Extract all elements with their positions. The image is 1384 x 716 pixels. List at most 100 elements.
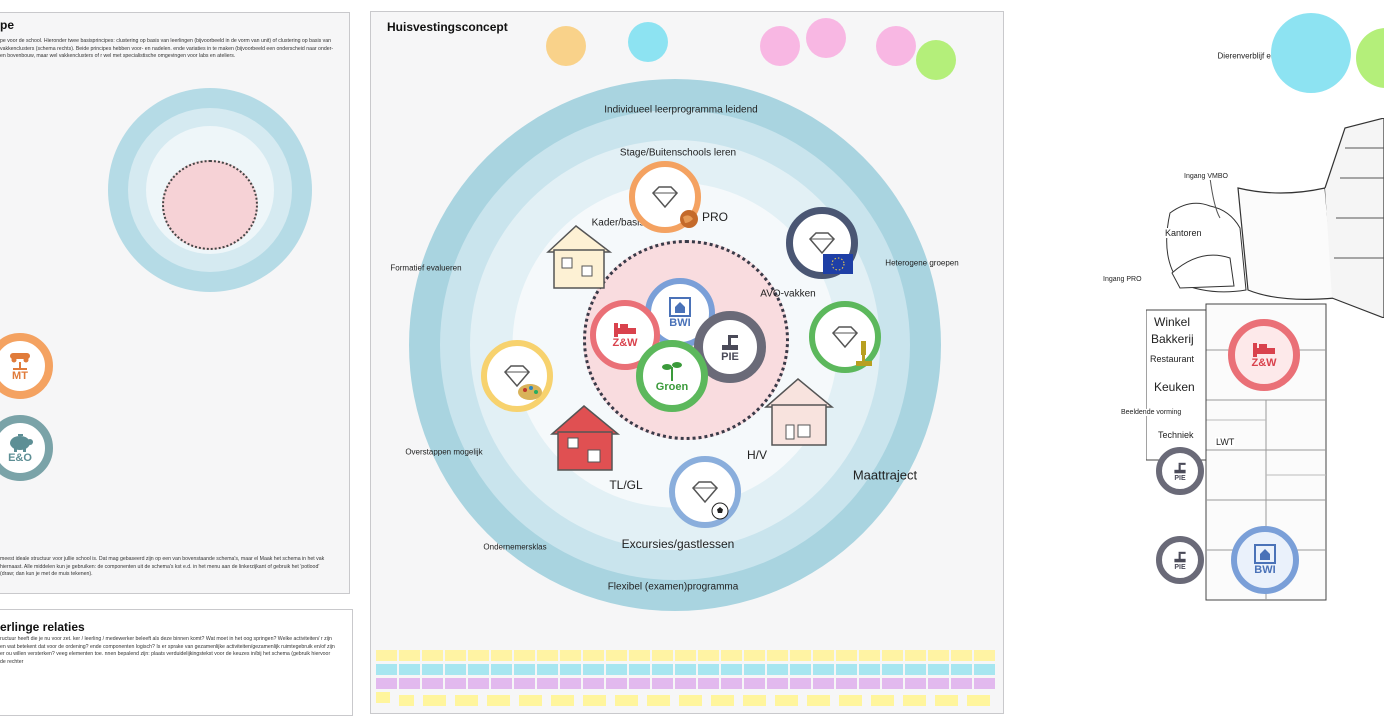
sticky-note[interactable] — [675, 678, 696, 689]
sticky-note[interactable] — [882, 650, 903, 661]
legend-dot-green[interactable] — [916, 40, 956, 80]
sticky-note[interactable] — [519, 695, 542, 706]
sticky-note[interactable] — [583, 695, 606, 706]
sticky-note[interactable] — [974, 664, 995, 675]
sticky-note[interactable] — [721, 650, 742, 661]
sticky-note[interactable] — [679, 695, 702, 706]
sticky-note[interactable] — [606, 678, 627, 689]
sticky-note[interactable] — [813, 650, 834, 661]
sticky-note[interactable] — [905, 678, 926, 689]
sticky-note[interactable] — [491, 678, 512, 689]
sticky-note[interactable] — [836, 678, 857, 689]
sticky-note[interactable] — [399, 678, 420, 689]
sticky-note[interactable] — [721, 664, 742, 675]
right-dot-green[interactable] — [1356, 28, 1384, 88]
sticky-note[interactable] — [491, 664, 512, 675]
mt-component[interactable]: MT — [0, 333, 53, 399]
sticky-note[interactable] — [859, 664, 880, 675]
sticky-note[interactable] — [767, 650, 788, 661]
sticky-note[interactable] — [455, 695, 478, 706]
sticky-note[interactable] — [951, 650, 972, 661]
sticky-note[interactable] — [698, 678, 719, 689]
sticky-note[interactable] — [967, 695, 990, 706]
sticky-notes-area[interactable] — [376, 650, 998, 708]
sticky-note[interactable] — [743, 695, 766, 706]
sticky-note[interactable] — [775, 695, 798, 706]
badge-sport[interactable] — [669, 456, 741, 528]
sticky-note[interactable] — [744, 678, 765, 689]
sticky-note[interactable] — [813, 664, 834, 675]
house-tlgl-icon[interactable] — [548, 402, 622, 472]
sticky-note[interactable] — [423, 695, 446, 706]
sticky-note[interactable] — [560, 650, 581, 661]
sticky-note[interactable] — [974, 650, 995, 661]
sticky-note[interactable] — [698, 664, 719, 675]
sticky-note[interactable] — [583, 650, 604, 661]
sticky-note[interactable] — [790, 678, 811, 689]
sticky-note[interactable] — [583, 678, 604, 689]
sticky-note[interactable] — [537, 678, 558, 689]
sticky-note[interactable] — [790, 664, 811, 675]
right-component-bwi[interactable]: BWI — [1231, 526, 1299, 594]
sticky-note[interactable] — [675, 650, 696, 661]
sticky-note[interactable] — [376, 650, 397, 661]
sticky-note[interactable] — [951, 664, 972, 675]
sticky-note[interactable] — [839, 695, 862, 706]
legend-dot-pink-1[interactable] — [760, 26, 800, 66]
sticky-note[interactable] — [647, 695, 670, 706]
sticky-note[interactable] — [767, 664, 788, 675]
sticky-note[interactable] — [560, 678, 581, 689]
sticky-note[interactable] — [698, 650, 719, 661]
sticky-note[interactable] — [935, 695, 958, 706]
sticky-note[interactable] — [422, 664, 443, 675]
sticky-note[interactable] — [652, 678, 673, 689]
sticky-note[interactable] — [422, 678, 443, 689]
sticky-note[interactable] — [399, 664, 420, 675]
sticky-note[interactable] — [551, 695, 574, 706]
sticky-note[interactable] — [711, 695, 734, 706]
sticky-note[interactable] — [859, 678, 880, 689]
badge-art[interactable] — [481, 340, 553, 412]
badge-avo[interactable] — [786, 207, 858, 279]
sticky-note[interactable] — [790, 650, 811, 661]
sticky-note[interactable] — [445, 664, 466, 675]
sticky-note[interactable] — [514, 650, 535, 661]
sticky-note[interactable] — [721, 678, 742, 689]
sticky-note[interactable] — [744, 650, 765, 661]
sticky-note[interactable] — [629, 664, 650, 675]
right-component-pie-1[interactable]: PIE — [1156, 447, 1204, 495]
badge-lab[interactable] — [809, 301, 881, 373]
sticky-note[interactable] — [928, 664, 949, 675]
core-component-groen[interactable]: Groen — [636, 340, 708, 412]
house-hv-icon[interactable] — [762, 375, 836, 447]
right-component-pie-2[interactable]: PIE — [1156, 536, 1204, 584]
sticky-note[interactable] — [928, 678, 949, 689]
house-kader-icon[interactable] — [542, 222, 616, 292]
sticky-note[interactable] — [537, 650, 558, 661]
sticky-note[interactable] — [514, 664, 535, 675]
sticky-note[interactable] — [468, 664, 489, 675]
sticky-note[interactable] — [487, 695, 510, 706]
sticky-note[interactable] — [928, 650, 949, 661]
sticky-note[interactable] — [606, 650, 627, 661]
sticky-note[interactable] — [445, 678, 466, 689]
sticky-note[interactable] — [974, 678, 995, 689]
sticky-note[interactable] — [836, 650, 857, 661]
sticky-note[interactable] — [468, 650, 489, 661]
bottom-left-panel[interactable] — [0, 609, 353, 716]
sticky-note[interactable] — [652, 650, 673, 661]
sticky-note[interactable] — [560, 664, 581, 675]
sticky-note[interactable] — [615, 695, 638, 706]
sticky-note[interactable] — [583, 664, 604, 675]
legend-dot-pink-3[interactable] — [876, 26, 916, 66]
sticky-note[interactable] — [871, 695, 894, 706]
legend-dot-cyan[interactable] — [628, 22, 668, 62]
sticky-note[interactable] — [399, 695, 414, 706]
sticky-note[interactable] — [514, 678, 535, 689]
sticky-note[interactable] — [376, 678, 397, 689]
legend-dot-yellow[interactable] — [546, 26, 586, 66]
legend-dot-pink-2[interactable] — [806, 18, 846, 58]
sticky-note[interactable] — [951, 678, 972, 689]
sticky-note[interactable] — [882, 678, 903, 689]
sticky-note[interactable] — [905, 664, 926, 675]
